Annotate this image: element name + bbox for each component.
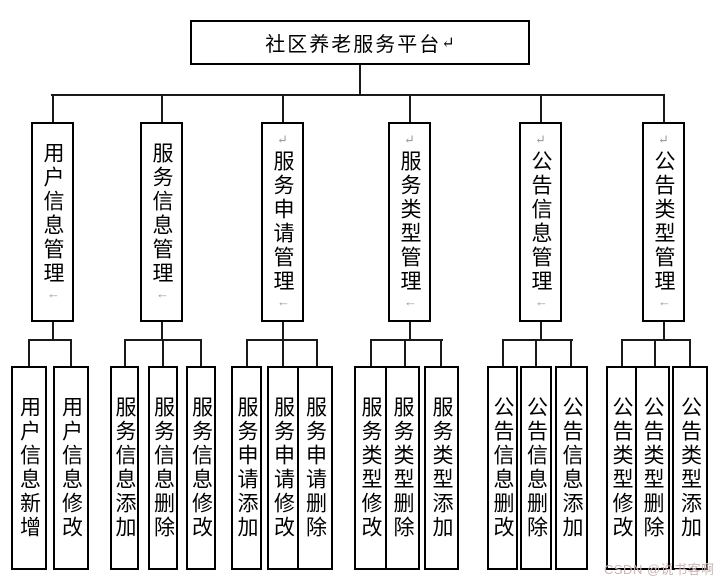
node-label: 服务申请添加 [235,396,259,540]
node-notice-info-del-edit: 公告信息删改 [487,366,518,570]
node-service-info-delete: 服务信息删除 [148,366,178,570]
csdn-watermark: CSDN @说书客啊 [604,562,715,577]
paragraph-mark-icon: ↵ [657,133,672,150]
paragraph-mark-icon: ← [276,294,291,311]
node-label: 服务信息添加 [113,396,137,540]
paragraph-mark-icon: ← [657,294,672,311]
node-service-type-edit: 服务类型修改 [354,366,387,570]
node-label: 公告类型添加 [678,396,703,540]
paragraph-mark-icon: ↵ [441,34,455,52]
node-label: 用户信息管理 [41,141,65,286]
node-label: 公告信息添加 [560,396,584,540]
node-notice-type-edit: 公告类型修改 [606,366,637,570]
connector-line [539,322,542,341]
node-service-apply-edit: 服务申请修改 [267,366,299,570]
node-label: 服务信息管理 [150,141,174,286]
node-root-platform: 社区养老服务平台 ↵ [190,20,530,65]
connector-line [662,94,665,122]
connector-line [621,339,691,341]
node-label: 公告类型修改 [610,396,634,540]
node-service-type-delete: 服务类型删除 [385,366,420,570]
node-label: 用户信息新增 [17,396,42,540]
node-notice-info-add: 公告信息添加 [555,366,588,570]
connector-line [200,339,202,366]
connector-line [282,339,284,366]
node-label: 公告信息删除 [524,396,549,540]
node-label: 公告信息删改 [491,396,515,540]
paragraph-mark-icon: ↵ [534,133,549,150]
paragraph-mark-icon: ↵ [276,133,291,150]
connector-line [51,322,54,341]
connector-line [51,94,54,122]
connector-line [408,322,411,341]
connector-line [160,322,163,341]
node-service-type-add: 服务类型添加 [424,366,459,570]
connector-line [689,339,691,366]
node-notice-type-delete: 公告类型删除 [635,366,670,570]
node-label: 服务申请管理 [271,150,295,294]
connector-line [160,94,163,122]
connector-line [440,339,442,366]
node-label: 服务类型删除 [391,396,415,540]
connector-line [281,94,284,122]
node-label: 服务信息删除 [151,396,176,540]
node-service-info-add: 服务信息添加 [110,366,139,570]
paragraph-mark-icon: ← [403,294,418,311]
connector-line [621,339,623,366]
node-label: 用户信息修改 [59,396,84,540]
node-user-info-edit: 用户信息修改 [53,366,89,570]
connector-line [162,339,164,366]
node-service-apply-mgmt: ↵服务申请管理← [261,122,304,322]
node-label: 服务类型添加 [430,396,454,540]
node-service-info-edit: 服务信息修改 [186,366,216,570]
connector-line [51,94,664,96]
connector-line [539,94,542,122]
paragraph-mark-icon: ↵ [403,133,418,150]
node-service-apply-add: 服务申请添加 [231,366,262,570]
connector-line [281,322,284,341]
node-label: 公告信息管理 [529,150,553,294]
root-title: 社区养老服务平台 [265,34,442,56]
node-label: 服务申请删除 [303,396,328,540]
connector-line [370,339,443,341]
node-label: 服务信息修改 [189,396,214,540]
node-label: 服务类型修改 [359,396,383,540]
node-user-info-mgmt: 用户信息管理← [31,122,74,322]
connector-line [370,339,372,366]
node-service-info-mgmt: 服务信息管理← [140,122,183,322]
node-label: 公告类型删除 [641,396,665,540]
connector-line [654,339,656,366]
connector-line [28,339,30,366]
node-label: 服务申请修改 [271,396,296,540]
connector-line [359,65,361,95]
node-user-info-add: 用户信息新增 [11,366,47,570]
connector-line [408,94,411,122]
node-notice-info-mgmt: ↵公告信息管理← [519,122,562,322]
connector-line [404,339,406,366]
connector-line [570,339,572,366]
paragraph-mark-icon: ← [46,285,61,303]
node-label: 公告类型管理 [652,150,676,294]
paragraph-mark-icon: ← [155,285,170,303]
connector-line [535,339,537,366]
node-label: 服务类型管理 [398,150,422,294]
connector-line [70,339,72,366]
node-service-type-mgmt: ↵服务类型管理← [388,122,431,322]
connector-line [124,339,126,366]
node-notice-info-delete: 公告信息删除 [520,366,552,570]
connector-line [316,339,318,366]
connector-line [246,339,248,366]
node-notice-type-mgmt: ↵公告类型管理← [642,122,685,322]
node-service-apply-delete: 服务申请删除 [297,366,333,570]
paragraph-mark-icon: ← [534,294,549,311]
node-notice-type-add: 公告类型添加 [672,366,708,570]
connector-line [28,339,72,341]
connector-line [662,322,665,341]
connector-line [502,339,504,366]
connector-line [502,339,573,341]
